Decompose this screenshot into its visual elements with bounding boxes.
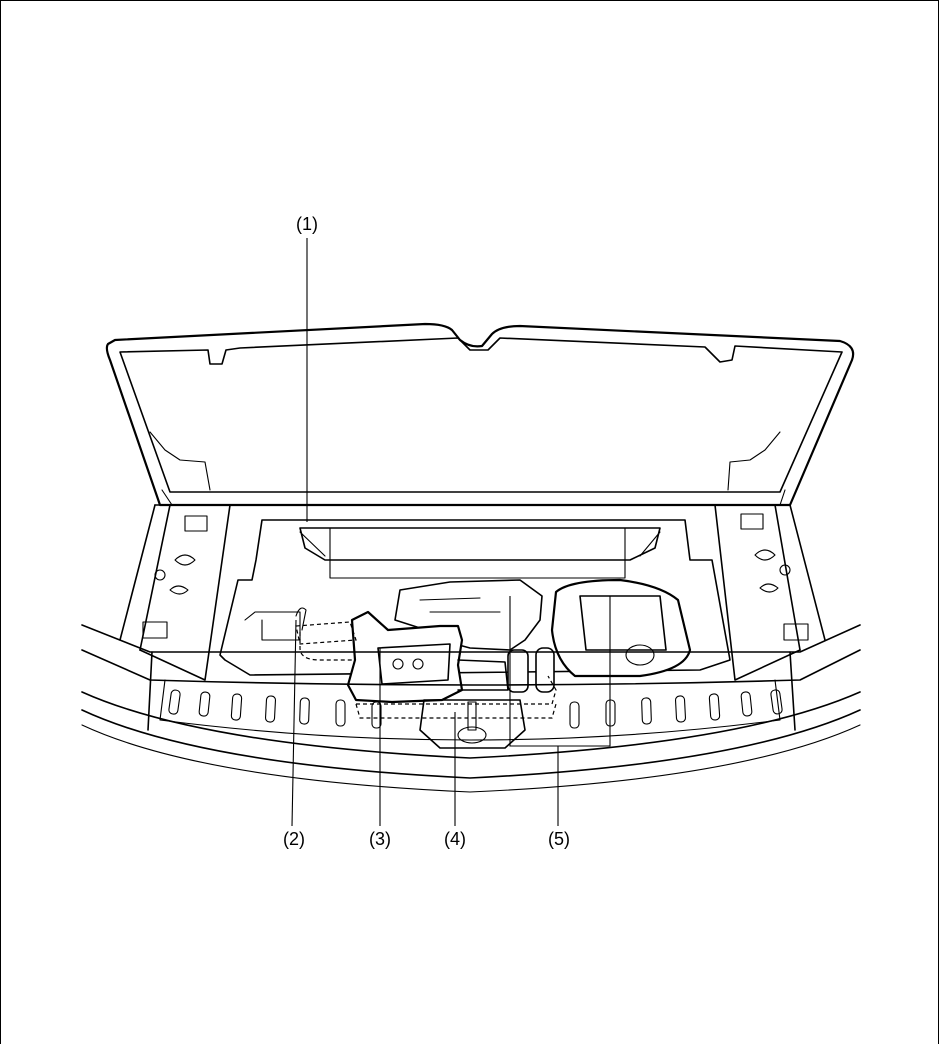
- callout-4: (4): [444, 829, 466, 849]
- callout-3: (3): [369, 829, 391, 849]
- jack: [346, 610, 555, 704]
- callout-5: (5): [548, 829, 570, 849]
- hidden-tools: [295, 607, 557, 719]
- leader-lines: [291, 238, 611, 827]
- callout-2: (2): [283, 829, 305, 849]
- spare-tool-pouch: [550, 578, 692, 678]
- rear-bumper: [81, 624, 861, 793]
- callout-1: (1): [296, 214, 318, 234]
- trunk-lid: [105, 322, 855, 507]
- trunk-side-panels: [119, 504, 826, 681]
